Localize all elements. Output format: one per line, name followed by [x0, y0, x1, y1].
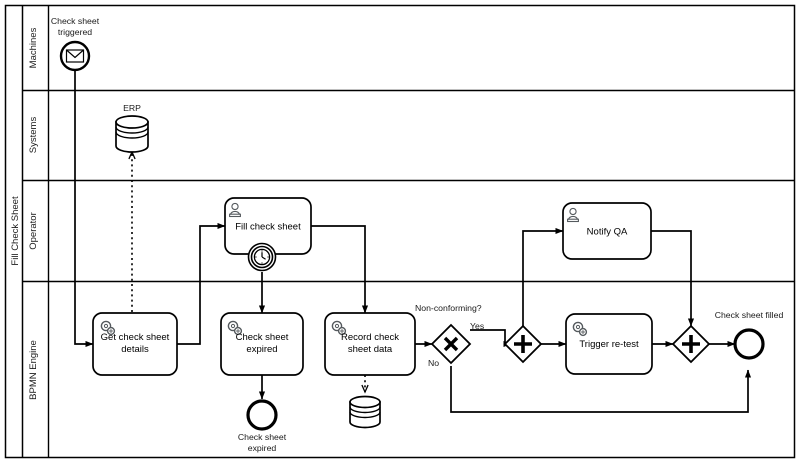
gateway-parallel-join[interactable] — [671, 324, 711, 364]
start-event-check-sheet-triggered[interactable]: Check sheet triggered — [51, 16, 100, 72]
task-get-check-sheet-details[interactable]: Get check sheet details — [92, 312, 178, 376]
task-check-sheet-expired-label-line2: expired — [246, 344, 277, 355]
task-record-label-line2: sheet data — [348, 344, 393, 355]
lane-bpmn-engine: BPMN Engine — [28, 340, 39, 400]
task-check-sheet-expired-label-line1: Check sheet — [236, 332, 289, 343]
gear-icon — [331, 320, 347, 336]
flow-get-details-to-fill — [177, 222, 226, 345]
task-get-details-label-line1: Get check sheet — [101, 332, 170, 343]
end-event-filled-label: Check sheet filled — [715, 310, 784, 320]
task-fill-check-sheet-label: Fill check sheet — [235, 222, 301, 233]
pool-fill-check-sheet: Fill Check Sheet — [4, 4, 796, 459]
lane-operator: Operator — [22, 212, 795, 283]
task-fill-check-sheet[interactable]: Fill check sheet — [224, 197, 312, 255]
flow-split-to-notify-qa — [522, 227, 564, 326]
data-store-erp[interactable]: ERP — [115, 103, 149, 153]
database-icon — [115, 115, 149, 153]
lane-label-operator: Operator — [28, 212, 39, 250]
flow-label-yes: Yes — [470, 321, 485, 331]
task-get-details-label-line2: details — [121, 344, 149, 355]
flow-gateway-no-to-end — [450, 366, 752, 413]
start-event-label-line2: triggered — [58, 27, 92, 37]
flow-gateway-yes-to-split — [470, 329, 512, 348]
start-event-label-line1: Check sheet — [51, 16, 100, 26]
task-record-label-line1: Record check — [341, 332, 399, 343]
end-event-check-sheet-expired[interactable]: Check sheet expired — [238, 399, 287, 453]
x-mark-icon — [443, 336, 459, 352]
task-trigger-retest-label: Trigger re-test — [579, 339, 639, 350]
gear-icon — [572, 321, 588, 337]
pool-label: Fill Check Sheet — [10, 196, 21, 266]
gateway-non-conforming-label: Non-conforming? — [415, 303, 482, 313]
gear-icon — [100, 320, 116, 336]
flow-start-to-get-details — [74, 70, 94, 348]
end-event-expired-label-line1: Check sheet — [238, 432, 287, 442]
database-icon — [349, 395, 381, 429]
end-event-expired-label-line2: expired — [248, 443, 277, 453]
boundary-event-timer[interactable] — [247, 242, 277, 272]
user-icon — [229, 202, 241, 218]
lane-label-systems: Systems — [28, 117, 39, 154]
flow-label-no: No — [428, 358, 439, 368]
task-record-check-sheet-data[interactable]: Record check sheet data — [324, 312, 416, 376]
flow-fill-to-record — [311, 225, 369, 314]
lane-label-machines: Machines — [28, 27, 39, 68]
task-trigger-retest[interactable]: Trigger re-test — [565, 313, 653, 375]
lane-systems: Systems — [22, 117, 795, 182]
flow-notify-qa-to-join — [651, 230, 695, 327]
gateway-parallel-split[interactable] — [503, 324, 543, 364]
task-check-sheet-expired[interactable]: Check sheet expired — [220, 312, 304, 376]
data-store-record[interactable] — [349, 395, 381, 429]
clock-icon — [253, 248, 271, 266]
gear-icon — [227, 320, 243, 336]
lane-label-bpmn-engine: BPMN Engine — [28, 340, 39, 400]
data-store-erp-label: ERP — [123, 103, 141, 113]
task-notify-qa[interactable]: Notify QA — [562, 202, 652, 260]
plus-icon — [514, 335, 532, 353]
plus-icon — [682, 335, 700, 353]
end-event-check-sheet-filled[interactable]: Check sheet filled — [715, 310, 784, 360]
gateway-non-conforming[interactable]: Non-conforming? Yes No — [415, 303, 485, 368]
envelope-icon — [65, 49, 85, 63]
task-notify-qa-label: Notify QA — [587, 227, 628, 238]
lane-machines: Machines — [22, 27, 795, 92]
user-icon — [567, 207, 579, 223]
